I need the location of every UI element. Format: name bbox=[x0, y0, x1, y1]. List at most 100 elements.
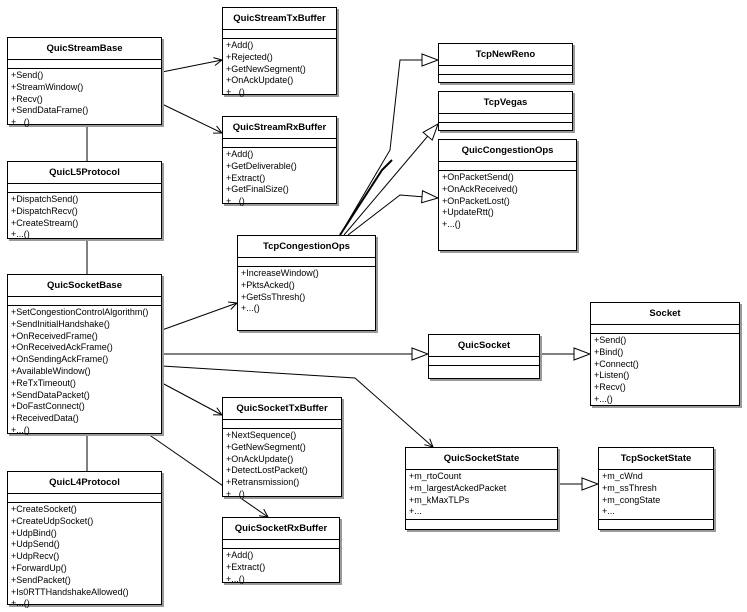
operation: +OnPacketLost() bbox=[442, 195, 510, 206]
assoc-socketbase-txbuffer bbox=[161, 382, 222, 415]
operation: +UdpBind() bbox=[11, 527, 57, 538]
operation: +ReTxTimeout() bbox=[11, 377, 76, 388]
operation: +SendDataPacket() bbox=[11, 389, 90, 400]
class-tcp-new-reno[interactable]: TcpNewReno bbox=[438, 43, 573, 83]
operation: +...() bbox=[11, 229, 30, 240]
operation: +...() bbox=[11, 424, 30, 435]
operation: +Extract() bbox=[226, 561, 266, 572]
operation: +UpdateRtt() bbox=[442, 207, 494, 218]
class-tcp-vegas[interactable]: TcpVegas bbox=[438, 91, 573, 131]
operation: +Rejected() bbox=[226, 51, 273, 62]
class-quic-socket[interactable]: QuicSocket bbox=[428, 334, 540, 379]
class-tcp-congestion-ops[interactable]: TcpCongestionOps +IncreaseWindow() +Pkts… bbox=[237, 235, 376, 331]
class-attributes bbox=[8, 60, 161, 69]
operation: +DetectLostPacket() bbox=[226, 465, 308, 476]
class-attributes: +m_cWnd +m_ssThresh +m_congState +... bbox=[599, 470, 713, 521]
operation: +GetNewSegment() bbox=[226, 441, 306, 452]
class-name: QuicSocketRxBuffer bbox=[223, 518, 339, 540]
class-name: QuicStreamTxBuffer bbox=[223, 8, 336, 30]
operation: +UdpRecv() bbox=[11, 551, 60, 562]
gen-congestionops-newreno bbox=[339, 60, 438, 236]
operation: +Add() bbox=[226, 40, 254, 50]
operation: +CreateSocket() bbox=[11, 504, 77, 514]
assoc-streambase-txbuffer bbox=[161, 60, 222, 73]
operation: +...() bbox=[226, 573, 245, 584]
operation: +...() bbox=[11, 598, 30, 609]
operation: +GetDeliverable() bbox=[226, 160, 297, 171]
gen-congestionops-vegas-thick bbox=[339, 159, 393, 236]
class-quic-stream-rx-buffer[interactable]: QuicStreamRxBuffer +Add() +GetDeliverabl… bbox=[222, 116, 337, 206]
operation: +GetSsThresh() bbox=[241, 291, 306, 302]
class-quic-l4-protocol[interactable]: QuicL4Protocol +CreateSocket() +CreateUd… bbox=[7, 471, 162, 608]
operation: +OnSendingAckFrame() bbox=[11, 354, 109, 365]
class-quic-socket-rx-buffer[interactable]: QuicSocketRxBuffer +Add() +Extract() +..… bbox=[222, 517, 340, 586]
class-quic-socket-base[interactable]: QuicSocketBase +SetCongestionControlAlgo… bbox=[7, 274, 162, 435]
class-name: TcpNewReno bbox=[439, 44, 572, 66]
operation: +...() bbox=[594, 393, 613, 404]
operation: +...() bbox=[226, 196, 245, 207]
class-attributes: +m_rtoCount +m_largestAckedPacket +m_kMa… bbox=[406, 470, 557, 521]
operation: +OnAckReceived() bbox=[442, 183, 518, 194]
class-attributes bbox=[223, 540, 339, 549]
class-attributes bbox=[591, 325, 739, 334]
operation: +OnPacketSend() bbox=[442, 172, 514, 182]
operation: +SetCongestionControlAlgorithm() bbox=[11, 307, 149, 317]
class-tcp-socket-state[interactable]: TcpSocketState +m_cWnd +m_ssThresh +m_co… bbox=[598, 447, 714, 530]
attribute: +... bbox=[409, 506, 422, 517]
class-operations bbox=[429, 366, 539, 374]
class-name: Socket bbox=[591, 303, 739, 325]
class-operations bbox=[406, 520, 557, 528]
class-attributes bbox=[439, 66, 572, 75]
class-attributes bbox=[8, 297, 161, 306]
class-operations: +Send() +StreamWindow() +Recv() +SendDat… bbox=[8, 69, 161, 130]
operation: +Retransmission() bbox=[226, 477, 300, 488]
operation: +...() bbox=[226, 488, 245, 499]
class-attributes bbox=[223, 420, 341, 429]
operation: +ForwardUp() bbox=[11, 562, 67, 573]
class-operations: +Add() +Rejected() +GetNewSegment() +OnA… bbox=[223, 39, 336, 100]
operation: +...() bbox=[11, 117, 30, 128]
class-operations: +Add() +GetDeliverable() +Extract() +Get… bbox=[223, 148, 336, 209]
class-name: QuicStreamBase bbox=[8, 38, 161, 60]
operation: +...() bbox=[241, 303, 260, 314]
class-attributes bbox=[223, 30, 336, 39]
operation: +ReceivedData() bbox=[11, 413, 79, 424]
operation: +Recv() bbox=[594, 382, 626, 393]
attribute: +m_kMaxTLPs bbox=[409, 494, 470, 505]
operation: +UdpSend() bbox=[11, 539, 60, 550]
class-name: QuicSocketState bbox=[406, 448, 557, 470]
class-operations: +IncreaseWindow() +PktsAcked() +GetSsThr… bbox=[238, 267, 375, 316]
class-operations: +DispatchSend() +DispatchRecv() +CreateS… bbox=[8, 193, 161, 242]
class-attributes bbox=[439, 114, 572, 123]
operation: +Listen() bbox=[594, 370, 630, 381]
operation: +GetNewSegment() bbox=[226, 63, 306, 74]
assoc-streambase-rxbuffer bbox=[161, 103, 222, 133]
class-quic-congestion-ops[interactable]: QuicCongestionOps +OnPacketSend() +OnAck… bbox=[438, 139, 577, 251]
class-operations: +SetCongestionControlAlgorithm() +SendIn… bbox=[8, 306, 161, 438]
operation: +CreateUdpSocket() bbox=[11, 515, 94, 526]
class-name: QuicSocketTxBuffer bbox=[223, 398, 341, 420]
class-name: QuicL5Protocol bbox=[8, 162, 161, 184]
operation: +Recv() bbox=[11, 93, 43, 104]
class-socket[interactable]: Socket +Send() +Bind() +Connect() +Liste… bbox=[590, 302, 740, 406]
class-quic-l5-protocol[interactable]: QuicL5Protocol +DispatchSend() +Dispatch… bbox=[7, 161, 162, 239]
class-name: QuicStreamRxBuffer bbox=[223, 117, 336, 139]
class-quic-stream-base[interactable]: QuicStreamBase +Send() +StreamWindow() +… bbox=[7, 37, 162, 127]
class-name: QuicSocket bbox=[429, 335, 539, 357]
class-name: QuicSocketBase bbox=[8, 275, 161, 297]
operation: +Add() bbox=[226, 550, 254, 560]
operation: +Extract() bbox=[226, 172, 266, 183]
class-operations bbox=[439, 123, 572, 131]
class-attributes bbox=[8, 494, 161, 503]
class-quic-stream-tx-buffer[interactable]: QuicStreamTxBuffer +Add() +Rejected() +G… bbox=[222, 7, 337, 97]
operation: +Bind() bbox=[594, 346, 624, 357]
class-operations: +Send() +Bind() +Connect() +Listen() +Re… bbox=[591, 334, 739, 407]
class-operations bbox=[599, 520, 713, 528]
class-attributes bbox=[439, 162, 576, 171]
operation: +NextSequence() bbox=[226, 430, 297, 440]
class-quic-socket-state[interactable]: QuicSocketState +m_rtoCount +m_largestAc… bbox=[405, 447, 558, 530]
operation: +DispatchRecv() bbox=[11, 205, 78, 216]
class-quic-socket-tx-buffer[interactable]: QuicSocketTxBuffer +NextSequence() +GetN… bbox=[222, 397, 342, 499]
class-operations: +Add() +Extract() +...() bbox=[223, 549, 339, 586]
